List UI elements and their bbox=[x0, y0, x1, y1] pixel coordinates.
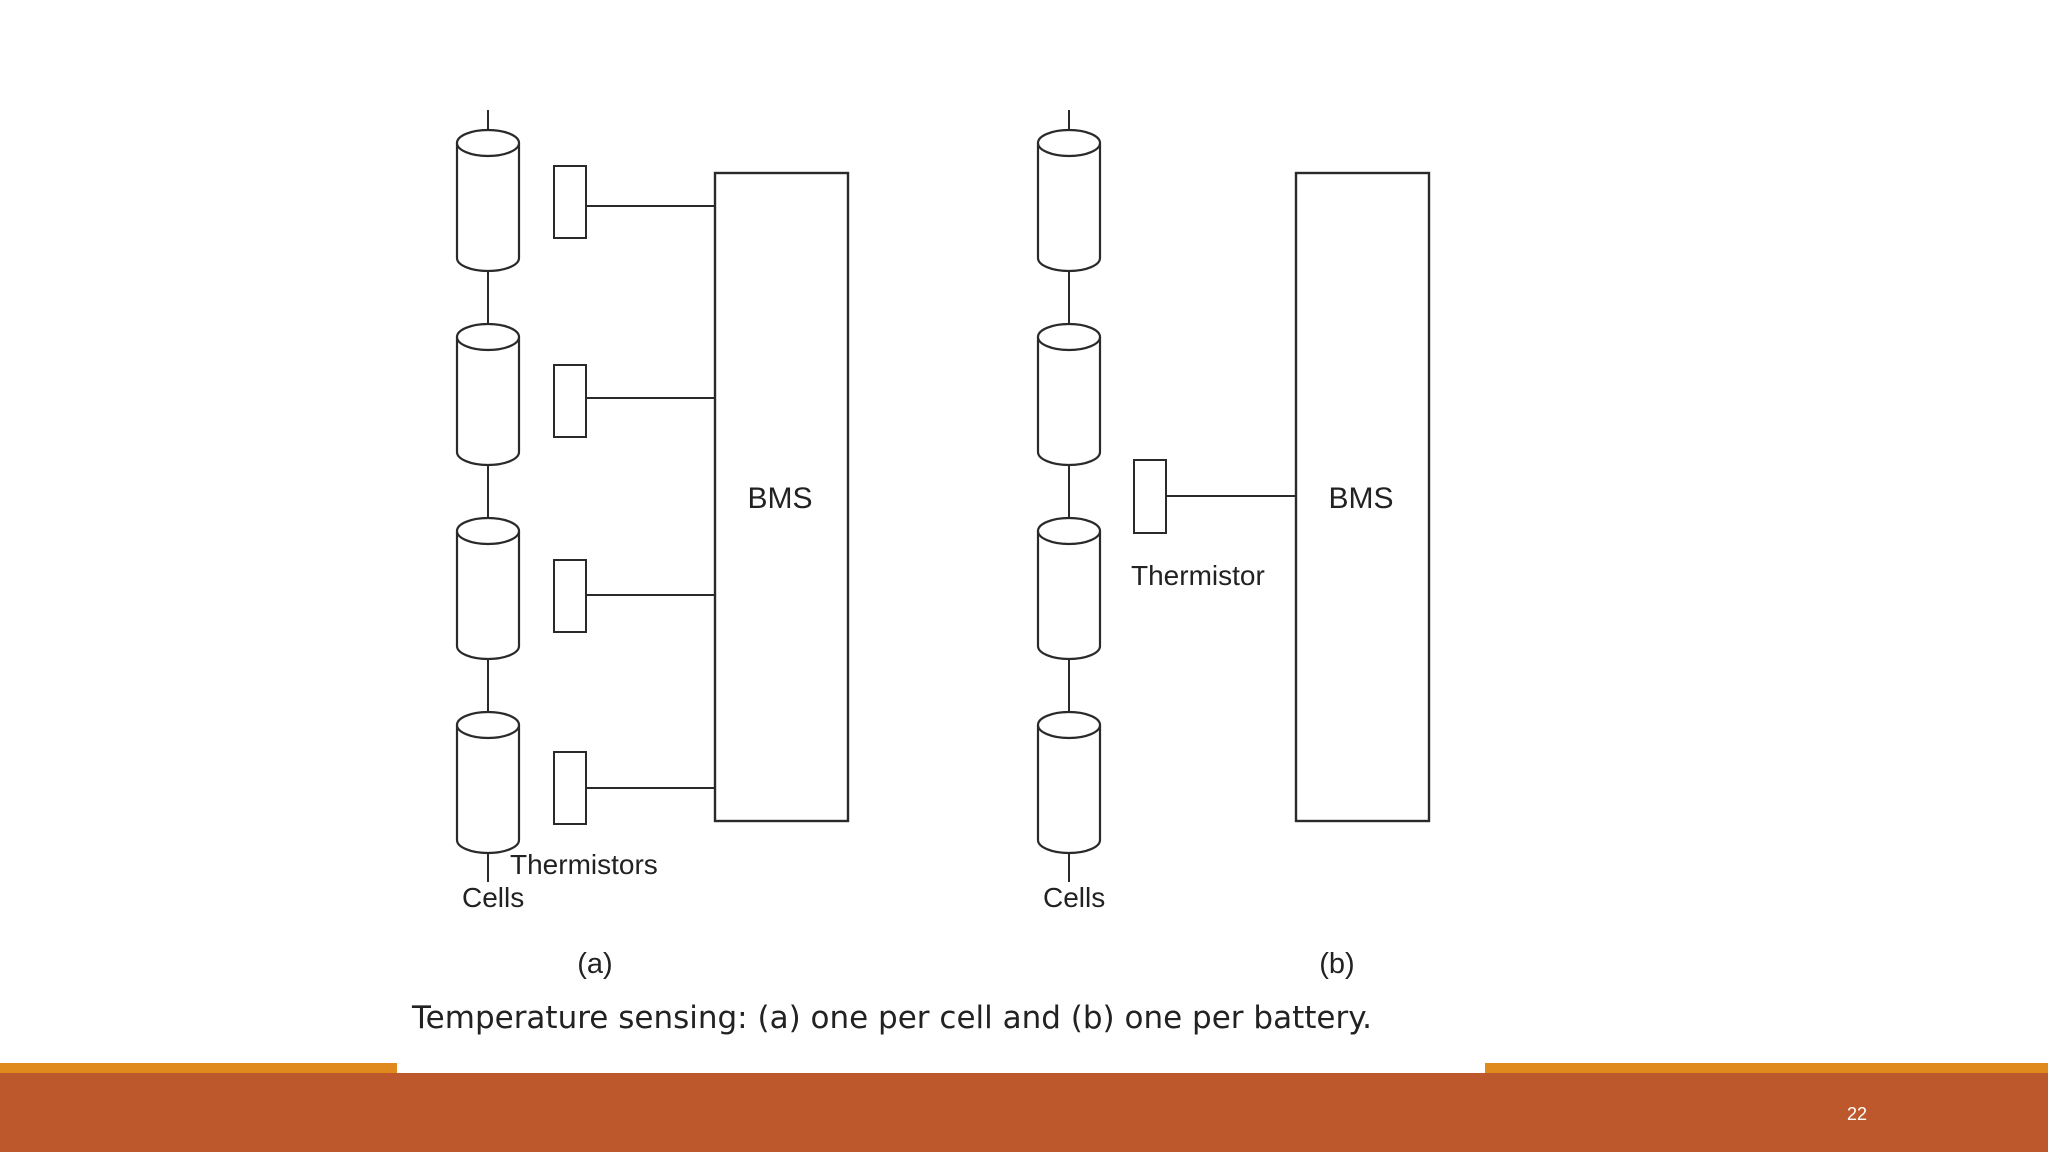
figure-caption: Temperature sensing: (a) one per cell an… bbox=[412, 1000, 1372, 1036]
battery-cell-body bbox=[455, 337, 521, 467]
battery-cell-top bbox=[1036, 516, 1102, 546]
bms-label-b: BMS bbox=[1328, 482, 1393, 515]
battery-cell bbox=[1036, 710, 1102, 855]
battery-cell-body bbox=[455, 725, 521, 855]
battery-cell-top bbox=[1036, 322, 1102, 352]
battery-cell-body bbox=[1036, 725, 1102, 855]
panel-label-b: (b) bbox=[1319, 948, 1354, 980]
thermistor bbox=[553, 165, 587, 239]
battery-cell-body bbox=[1036, 337, 1102, 467]
accent-bar-right bbox=[1485, 1063, 2048, 1075]
thermistor-label-b: Thermistor bbox=[1131, 560, 1265, 591]
battery-cell-top bbox=[455, 128, 521, 158]
battery-cell bbox=[1036, 516, 1102, 661]
battery-cell-body bbox=[1036, 143, 1102, 273]
battery-cell bbox=[455, 710, 521, 855]
accent-bar-left bbox=[0, 1063, 397, 1075]
panel-a bbox=[455, 110, 850, 882]
bms-box bbox=[713, 171, 850, 823]
battery-cell-top bbox=[1036, 710, 1102, 740]
thermistor bbox=[553, 559, 587, 633]
panel-label-a: (a) bbox=[577, 948, 612, 980]
thermistors-label-a: Thermistors bbox=[510, 849, 658, 880]
thermistor bbox=[553, 364, 587, 438]
battery-cell bbox=[1036, 128, 1102, 273]
battery-cell bbox=[455, 322, 521, 467]
battery-cell-body bbox=[455, 143, 521, 273]
cells-label-a: Cells bbox=[462, 882, 524, 913]
page-number: 22 bbox=[1846, 1104, 1868, 1124]
battery-cell-top bbox=[455, 516, 521, 546]
battery-cell bbox=[455, 516, 521, 661]
battery-cell bbox=[455, 128, 521, 273]
panel-b bbox=[1036, 110, 1431, 882]
battery-cell-top bbox=[455, 710, 521, 740]
cells-label-b: Cells bbox=[1043, 882, 1105, 913]
battery-cell-body bbox=[1036, 531, 1102, 661]
battery-cell bbox=[1036, 322, 1102, 467]
battery-cell-top bbox=[1036, 128, 1102, 158]
battery-cell-top bbox=[455, 322, 521, 352]
bms-label-a: BMS bbox=[747, 482, 812, 515]
footer-band bbox=[0, 1073, 2048, 1152]
thermistor bbox=[553, 751, 587, 825]
battery-cell-body bbox=[455, 531, 521, 661]
thermistor bbox=[1133, 459, 1167, 534]
bms-box bbox=[1294, 171, 1431, 823]
